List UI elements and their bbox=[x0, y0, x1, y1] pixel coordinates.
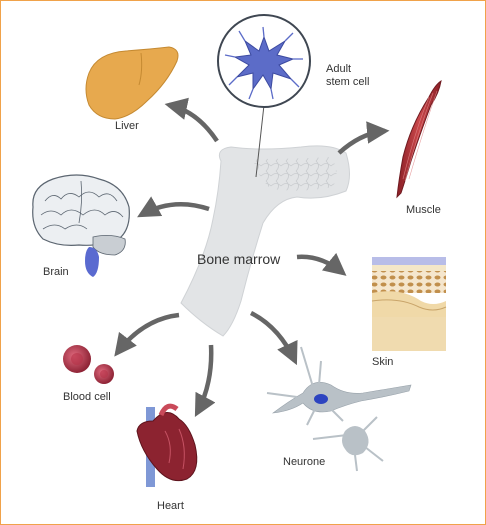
blood-cell-label: Blood cell bbox=[63, 391, 111, 403]
liver-icon bbox=[85, 46, 179, 120]
arrow-to-brain bbox=[137, 196, 210, 218]
muscle-icon bbox=[396, 79, 442, 199]
arrow-to-neurone bbox=[249, 310, 298, 366]
arrow-to-heart bbox=[194, 344, 216, 417]
blood-cells-icon bbox=[63, 345, 114, 384]
stem-cell-label-line2: stem cell bbox=[326, 76, 370, 88]
liver-label: Liver bbox=[115, 120, 139, 132]
bone-marrow-label: Bone marrow bbox=[197, 251, 281, 267]
skin-label: Skin bbox=[372, 356, 394, 368]
skin-layers-icon bbox=[371, 257, 447, 351]
muscle-label: Muscle bbox=[406, 204, 441, 216]
heart-label: Heart bbox=[157, 500, 184, 512]
arrow-to-skin bbox=[296, 252, 347, 276]
bone-icon bbox=[180, 145, 350, 337]
arrow-to-blood bbox=[114, 312, 180, 357]
heart-icon bbox=[136, 403, 198, 487]
stem-cell-label-line1: Adult bbox=[326, 63, 352, 75]
neurone-icon bbox=[266, 346, 412, 472]
neurone-label: Neurone bbox=[283, 456, 326, 468]
brain-label: Brain bbox=[43, 266, 69, 278]
arrows bbox=[114, 97, 390, 417]
stem-cell-icon bbox=[217, 14, 311, 178]
brain-icon bbox=[32, 174, 130, 277]
arrow-to-liver bbox=[164, 97, 219, 143]
arrow-to-muscle bbox=[337, 121, 390, 155]
